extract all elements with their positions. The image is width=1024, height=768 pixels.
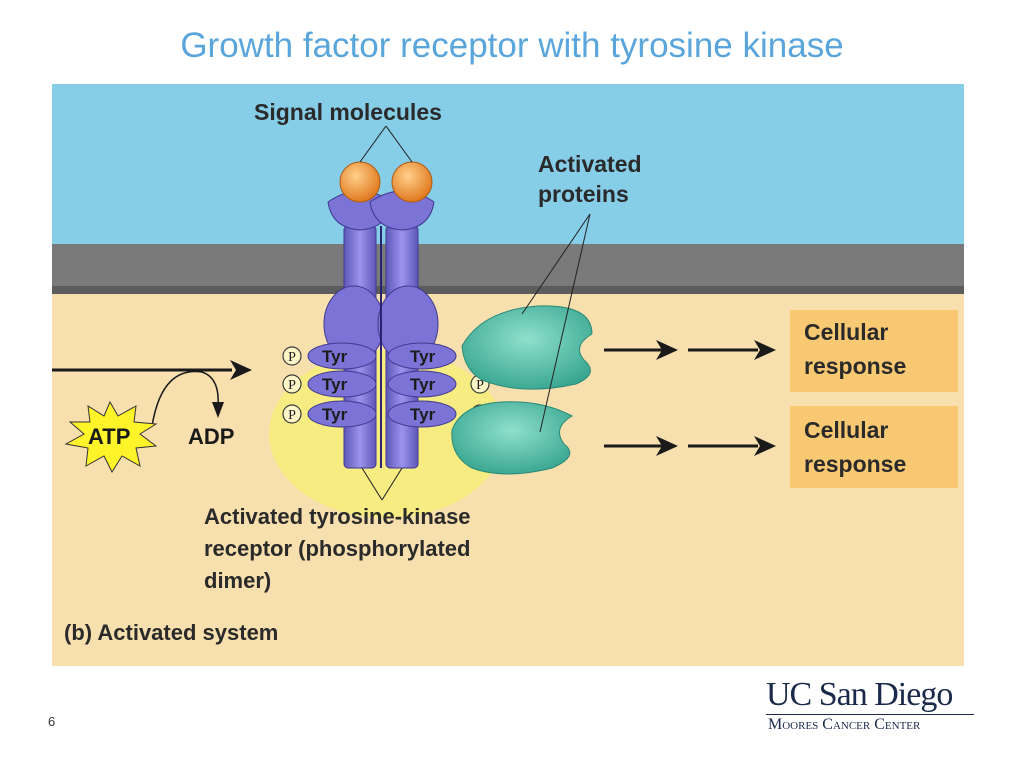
- slide-title: Growth factor receptor with tyrosine kin…: [180, 26, 844, 65]
- activated-protein-upper: [461, 305, 593, 390]
- receptor-dimer: [307, 190, 457, 469]
- receptor-diagram: Signal molecules Tyr Tyr Tyr Tyr Tyr Tyr…: [52, 84, 964, 666]
- tyr-label: Tyr: [322, 375, 348, 394]
- receptor-label: Activated tyrosine-kinase: [204, 504, 471, 529]
- logo-divider: [766, 714, 974, 715]
- tyr-label: Tyr: [410, 375, 436, 394]
- phosphate-label: P: [288, 350, 296, 365]
- extracellular-space: [52, 84, 964, 244]
- signal-molecules-label: Signal molecules: [254, 99, 442, 125]
- receptor-label: receptor (phosphorylated: [204, 536, 470, 561]
- page-number: 6: [48, 714, 56, 729]
- uc-san-diego-logo: UC San Diego Moores Cancer Center: [766, 676, 978, 736]
- phosphate-label: P: [476, 378, 484, 393]
- cellular-response-text: response: [804, 353, 906, 379]
- cellular-response-text: Cellular: [804, 319, 888, 345]
- cellular-response-text: Cellular: [804, 417, 888, 443]
- phosphate-label: P: [288, 408, 296, 423]
- cellular-response-box: [790, 406, 958, 488]
- adp-label: ADP: [188, 424, 234, 449]
- atp-label: ATP: [88, 424, 130, 449]
- cellular-response-box: [790, 310, 958, 392]
- phosphate-label: P: [288, 378, 296, 393]
- receptor-label: dimer): [204, 568, 271, 593]
- signal-molecule-right: [391, 161, 433, 203]
- tyr-label: Tyr: [410, 347, 436, 366]
- cell-membrane: [52, 244, 964, 294]
- tyr-label: Tyr: [410, 405, 436, 424]
- cellular-response-text: response: [804, 451, 906, 477]
- activated-proteins-label: Activated: [538, 151, 642, 177]
- activated-protein-lower: [451, 401, 574, 475]
- signal-molecule-left: [339, 161, 381, 203]
- activated-proteins-label: proteins: [538, 181, 629, 207]
- logo-main-text: UC San Diego: [766, 676, 953, 713]
- tyr-label: Tyr: [322, 347, 348, 366]
- logo-subtitle: Moores Cancer Center: [768, 716, 921, 733]
- atp-star: [64, 400, 158, 474]
- tyr-label: Tyr: [322, 405, 348, 424]
- figure-caption: (b) Activated system: [64, 620, 278, 645]
